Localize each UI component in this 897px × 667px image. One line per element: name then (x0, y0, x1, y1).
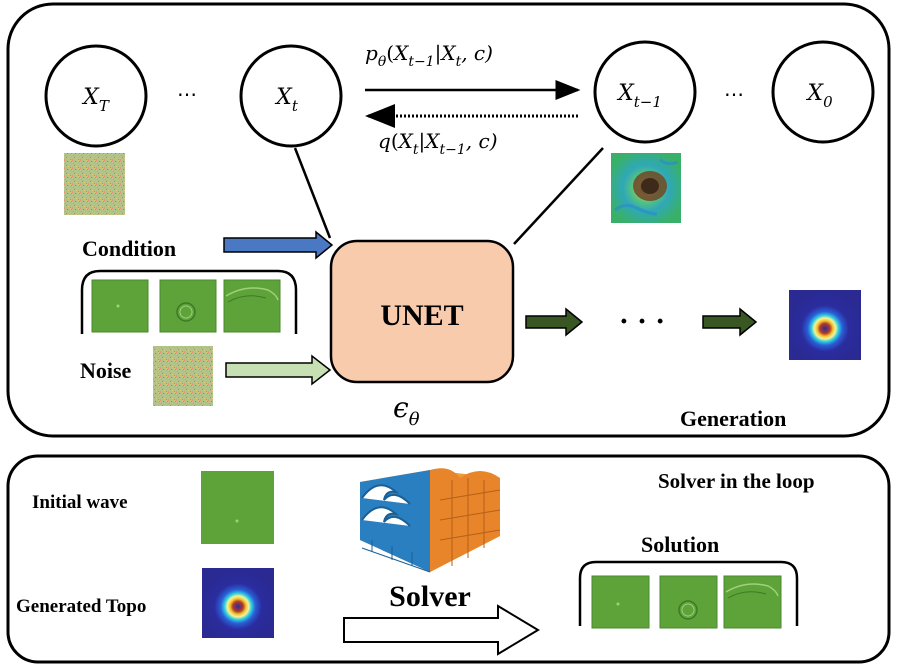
condition-label: Condition (82, 236, 176, 261)
generated-topo-output (789, 290, 861, 360)
initial-wave-image (201, 471, 274, 544)
node-xt: Xt (239, 44, 343, 148)
xt-to-unet-line (293, 147, 332, 239)
noise-arrow (225, 354, 332, 386)
condition-bracket (80, 269, 298, 334)
solution-bracket (578, 560, 799, 626)
unet-label: UNET (380, 299, 463, 332)
initial-wave-label: Initial wave (32, 492, 128, 513)
reverse-process-label: q(Xt|Xt−1, c) (378, 129, 498, 158)
svg-text:X0: X0 (805, 81, 833, 111)
svg-text:XT: XT (81, 85, 110, 115)
condition-arrow (223, 230, 334, 260)
generated-topo-image (202, 568, 274, 638)
noise-image-xT (64, 153, 125, 215)
forward-process-label: pθ(Xt−1|Xt, c) (365, 41, 493, 70)
solver-output-arrow (343, 604, 540, 656)
generated-topo-label: Generated Topo (16, 596, 146, 617)
noise-label: Noise (80, 358, 132, 383)
terrain-image-xt-1 (611, 153, 681, 223)
epsilon-theta-label: ϵθ (393, 391, 420, 430)
generation-label: Generation (680, 406, 786, 431)
solver-label: Solver (389, 580, 471, 613)
flow-arrow-1 (525, 307, 584, 337)
middle-ellipsis: · · · (619, 307, 664, 337)
node-x0: X0 (771, 40, 875, 144)
unet-to-xt-1-line (513, 147, 604, 245)
svg-text:Xt−1: Xt−1 (616, 81, 662, 111)
condition-wave-frames (91, 279, 281, 333)
flow-arrow-2 (702, 307, 758, 337)
solution-label: Solution (641, 532, 719, 557)
solver-panel-title: Solver in the loop (658, 469, 815, 493)
ellipsis-left: ⋯ (177, 82, 197, 106)
solution-wave-frames (591, 575, 782, 629)
noise-image-input (153, 346, 213, 406)
svg-text:Xt: Xt (274, 85, 299, 115)
ellipsis-right: ⋯ (724, 82, 744, 106)
node-xt-1: Xt−1 (593, 40, 697, 144)
unet-block (329, 239, 515, 384)
solver-icon (360, 468, 501, 573)
node-xT: XT (44, 44, 148, 148)
